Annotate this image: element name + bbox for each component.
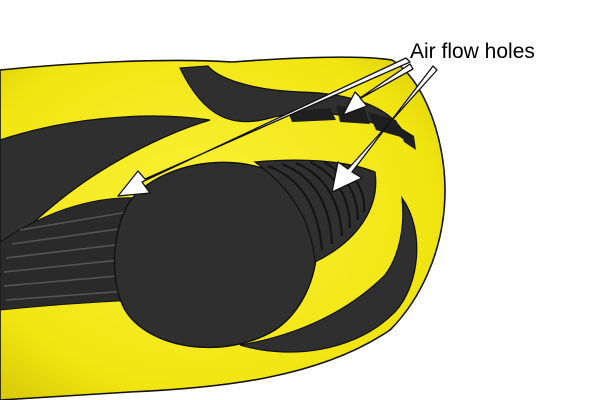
arrow-to-right-vent [331,65,438,193]
air-flow-holes-label: Air flow holes [410,40,535,63]
main-dark-body [113,161,318,349]
callout-arrows [117,57,438,197]
top-vent-group [288,106,416,150]
arrow-to-left-vent [117,57,411,197]
arrow-to-top-vent [342,63,414,116]
lower-dark-stripe [239,195,418,353]
